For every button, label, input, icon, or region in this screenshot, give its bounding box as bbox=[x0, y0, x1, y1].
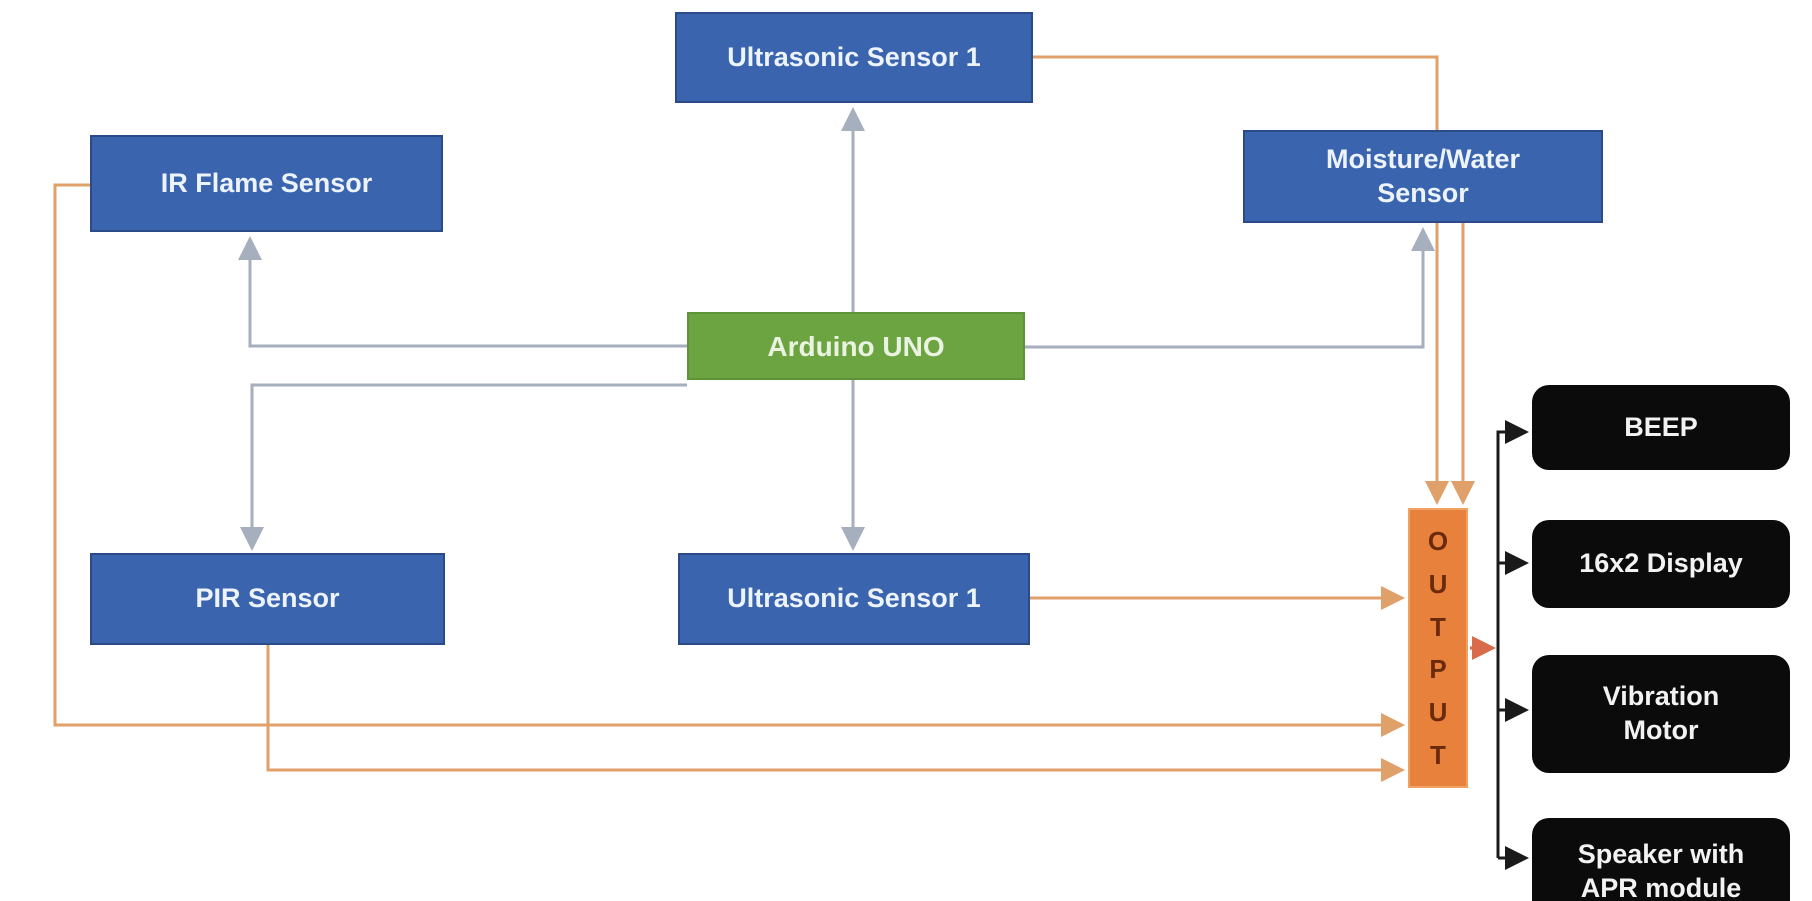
node-ir-flame-sensor: IR Flame Sensor bbox=[90, 135, 443, 232]
node-label-line1: Speaker with bbox=[1577, 839, 1745, 870]
wire-bus-to-beep bbox=[1496, 420, 1529, 858]
node-vibration-motor: Vibration Motor bbox=[1532, 655, 1790, 773]
node-label: Ultrasonic Sensor 1 bbox=[727, 583, 981, 614]
node-moisture-water-sensor: Moisture/Water Sensor bbox=[1243, 130, 1603, 223]
node-16x2-display: 16x2 Display bbox=[1532, 520, 1790, 608]
node-label: Ultrasonic Sensor 1 bbox=[727, 41, 981, 72]
node-pir-sensor: PIR Sensor bbox=[90, 553, 445, 645]
node-ultrasonic-sensor-1-bottom: Ultrasonic Sensor 1 bbox=[678, 553, 1030, 645]
node-arduino-uno: Arduino UNO bbox=[687, 312, 1025, 380]
node-speaker-apr-module: Speaker with APR module bbox=[1532, 818, 1790, 901]
wire-ir-flame-to-output bbox=[53, 183, 1405, 737]
node-label-line2: APR module bbox=[1580, 873, 1742, 901]
output-letter: O bbox=[1427, 526, 1449, 557]
wire-arduino-to-pir bbox=[240, 383, 687, 551]
output-letter: T bbox=[1430, 739, 1446, 770]
node-label-line2: Sensor bbox=[1377, 177, 1469, 208]
node-label-line2: Motor bbox=[1623, 715, 1699, 745]
output-letter: T bbox=[1430, 611, 1446, 642]
node-label-line1: Moisture/Water bbox=[1325, 143, 1521, 174]
output-letter: U bbox=[1428, 568, 1448, 599]
node-label: PIR Sensor bbox=[195, 583, 340, 614]
wire-ultrasonic-top-to-output bbox=[1033, 55, 1449, 505]
node-label-line1: Vibration bbox=[1602, 681, 1720, 712]
node-output: O U T P U T bbox=[1408, 508, 1468, 788]
output-letter: P bbox=[1429, 654, 1447, 685]
wire-pir-to-output bbox=[266, 645, 1405, 782]
output-letter: U bbox=[1428, 696, 1448, 727]
node-label: BEEP bbox=[1624, 411, 1698, 442]
node-ultrasonic-sensor-1-top: Ultrasonic Sensor 1 bbox=[675, 12, 1033, 103]
node-label: IR Flame Sensor bbox=[160, 167, 373, 198]
node-beep: BEEP bbox=[1532, 385, 1790, 470]
wire-arduino-to-ir-flame bbox=[238, 236, 687, 348]
node-label: Arduino UNO bbox=[767, 330, 945, 362]
wire-arduino-to-moisture bbox=[1025, 227, 1435, 349]
node-label: 16x2 Display bbox=[1579, 548, 1743, 579]
